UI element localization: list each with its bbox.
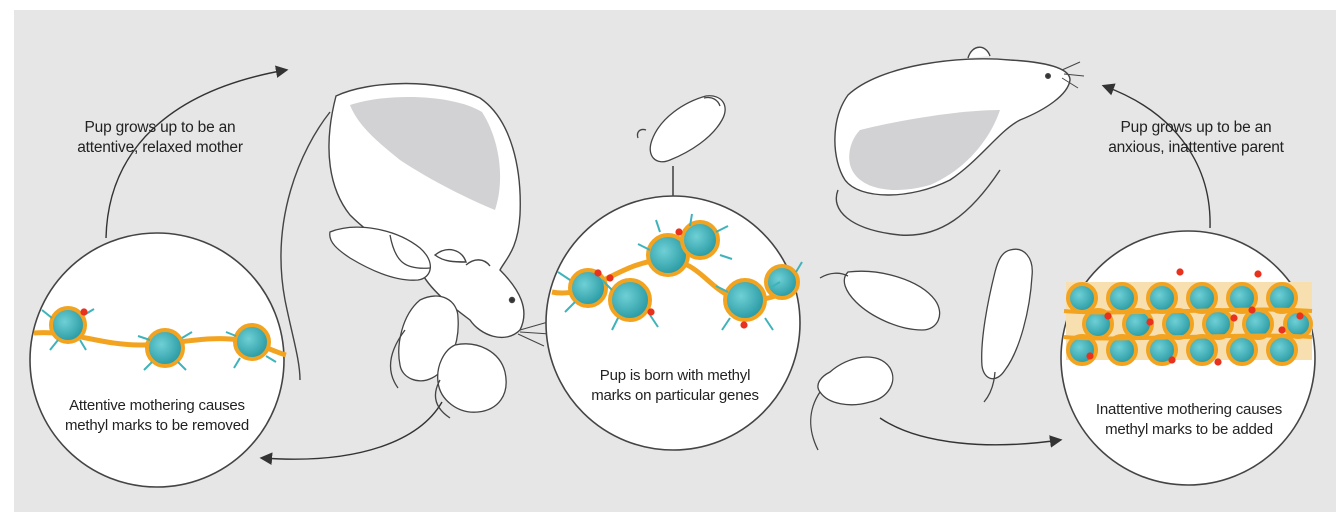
arrow-left-bottom [262,402,442,459]
methyl-mark-icon [80,308,87,315]
anxious-parent-rat-icon [835,47,1084,235]
inattentive-growth-label: Pup grows up to be an anxious, inattenti… [1096,118,1296,158]
neglected-pups-icon [811,249,1033,450]
newborn-pup-icon [637,96,725,162]
diagram-canvas: Pup grows up to be an attentive, relaxed… [14,10,1336,512]
inattentive-dna-circle [1061,231,1315,485]
arrow-right-bottom [880,418,1060,445]
attentive-effect-label: Attentive mothering causes methyl marks … [62,396,252,435]
dense-chromatin-icon [1064,282,1312,364]
birth-label: Pup is born with methyl marks on particu… [588,366,762,405]
attentive-growth-label: Pup grows up to be an attentive, relaxed… [60,118,260,158]
inattentive-effect-label: Inattentive mothering causes methyl mark… [1094,400,1284,439]
birth-dna-circle [546,196,802,450]
attentive-dna-circle [30,233,286,487]
